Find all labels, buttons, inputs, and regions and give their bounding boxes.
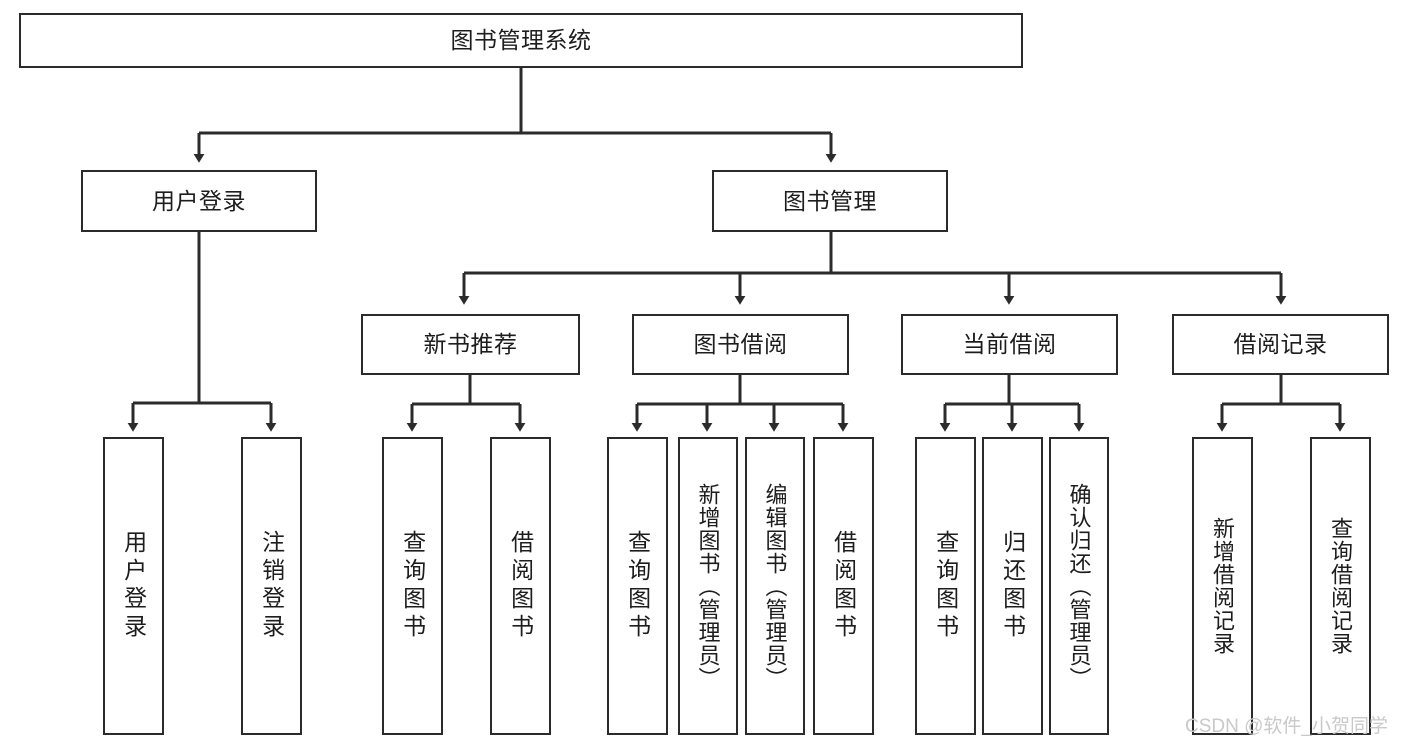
node-leaf-borrow-book-1[interactable]: 借阅图书 (490, 437, 551, 735)
node-new-book-recommend-label: 新书推荐 (423, 331, 518, 358)
node-book-management-label: 图书管理 (783, 187, 877, 214)
watermark: CSDN @软件_小贺同学 (1185, 716, 1388, 737)
node-leaf-confirm-return-label: 确认归还（管理员） (1066, 482, 1092, 690)
node-leaf-query-book-2-label: 查询图书 (624, 530, 651, 642)
node-leaf-borrow-book-1-label: 借阅图书 (507, 530, 534, 642)
node-leaf-user-login-label: 用户登录 (120, 530, 147, 642)
node-leaf-query-record-label: 查询借阅记录 (1328, 517, 1354, 655)
node-leaf-query-book-2[interactable]: 查询图书 (607, 437, 668, 735)
node-leaf-edit-book[interactable]: 编辑图书（管理员） (745, 437, 805, 735)
node-leaf-query-book-1-label: 查询图书 (399, 530, 426, 642)
node-root[interactable]: 图书管理系统 (19, 13, 1023, 68)
node-user-login[interactable]: 用户登录 (81, 170, 317, 232)
node-current-borrow-label: 当前借阅 (962, 331, 1057, 358)
node-current-borrow[interactable]: 当前借阅 (901, 314, 1118, 375)
node-leaf-user-logout-label: 注销登录 (258, 530, 285, 642)
node-user-login-label: 用户登录 (152, 187, 246, 214)
node-leaf-add-record-label: 新增借阅记录 (1210, 517, 1236, 655)
node-leaf-user-login[interactable]: 用户登录 (103, 437, 164, 735)
node-borrow-record-label: 借阅记录 (1233, 331, 1328, 358)
node-new-book-recommend[interactable]: 新书推荐 (361, 314, 580, 375)
node-root-label: 图书管理系统 (450, 27, 592, 54)
node-leaf-add-record[interactable]: 新增借阅记录 (1192, 437, 1253, 735)
node-leaf-return-book[interactable]: 归还图书 (982, 437, 1043, 735)
node-leaf-add-book-label: 新增图书（管理员） (695, 482, 721, 690)
node-borrow-record[interactable]: 借阅记录 (1172, 314, 1389, 375)
node-leaf-borrow-book-2-label: 借阅图书 (830, 530, 857, 642)
node-leaf-query-book-3-label: 查询图书 (932, 530, 959, 642)
node-leaf-query-book-3[interactable]: 查询图书 (915, 437, 976, 735)
node-leaf-query-book-1[interactable]: 查询图书 (382, 437, 443, 735)
node-book-borrow[interactable]: 图书借阅 (632, 314, 849, 375)
node-leaf-edit-book-label: 编辑图书（管理员） (762, 482, 788, 690)
node-leaf-add-book[interactable]: 新增图书（管理员） (678, 437, 738, 735)
node-leaf-return-book-label: 归还图书 (999, 530, 1026, 642)
node-leaf-user-logout[interactable]: 注销登录 (241, 437, 302, 735)
node-leaf-query-record[interactable]: 查询借阅记录 (1310, 437, 1371, 735)
node-leaf-confirm-return[interactable]: 确认归还（管理员） (1049, 437, 1109, 735)
node-leaf-borrow-book-2[interactable]: 借阅图书 (813, 437, 874, 735)
node-book-borrow-label: 图书借阅 (693, 331, 788, 358)
node-book-management[interactable]: 图书管理 (712, 170, 948, 232)
